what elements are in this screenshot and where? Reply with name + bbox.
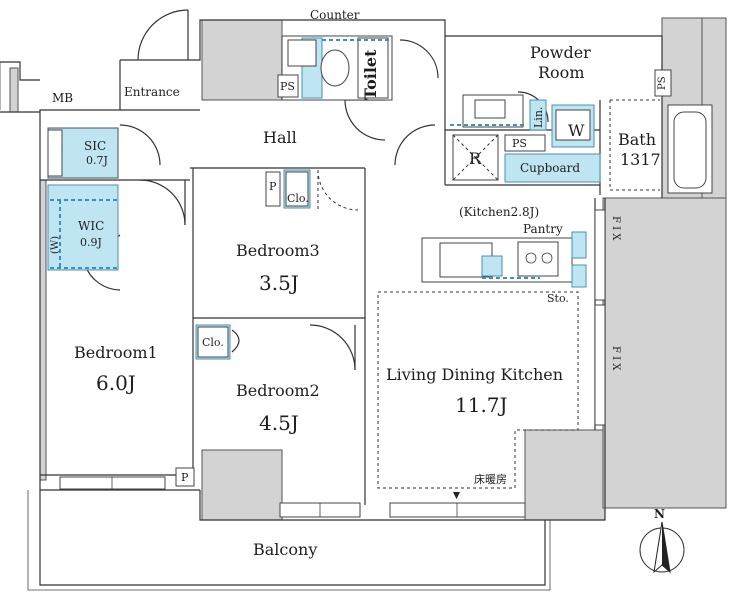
label-ps-toilet: PS <box>280 80 295 93</box>
label-bedroom1-size: 6.0J <box>96 371 136 395</box>
label-ldk: Living Dining Kitchen <box>386 365 563 384</box>
label-w-mark: (W) <box>50 236 61 254</box>
label-clo-bedroom3: Clo. <box>287 192 309 205</box>
label-hall: Hall <box>263 128 297 147</box>
label-powder-1: Powder <box>530 43 591 62</box>
labels: MB Entrance Hall Counter Toilet PS Powde… <box>50 8 668 559</box>
label-ps-bath: PS <box>657 76 668 90</box>
label-ldk-size: 11.7J <box>455 393 508 417</box>
windows <box>59 209 606 518</box>
label-pantry: Pantry <box>523 222 563 236</box>
label-balcony: Balcony <box>253 540 317 559</box>
label-bedroom3: Bedroom3 <box>236 241 320 260</box>
label-r: R <box>469 149 482 168</box>
label-sic-size: 0.7J <box>86 154 108 167</box>
label-bath-size: 1317 <box>620 150 661 169</box>
label-clo-bedroom2: Clo. <box>202 336 224 349</box>
label-north: N <box>654 507 665 521</box>
label-bedroom3-size: 3.5J <box>259 271 299 295</box>
label-sic: SIC <box>84 139 106 153</box>
label-kitchen: (Kitchen2.8J) <box>459 205 539 219</box>
label-floor-heating: 床暖房 <box>474 472 507 486</box>
label-bedroom1: Bedroom1 <box>74 343 158 362</box>
label-powder-2: Room <box>538 63 584 82</box>
label-lin: Lin. <box>532 107 545 128</box>
label-bedroom2: Bedroom2 <box>236 381 320 400</box>
label-mb: MB <box>52 91 73 105</box>
label-bath: Bath <box>618 130 656 149</box>
label-bedroom2-size: 4.5J <box>259 411 299 435</box>
label-p-balcony: P <box>181 471 189 484</box>
label-ps-cupboard: PS <box>512 137 527 150</box>
label-sto: Sto. <box>547 292 569 305</box>
label-toilet: Toilet <box>361 49 380 100</box>
label-p-bedroom3: P <box>269 180 277 193</box>
label-wic: WIC <box>78 219 104 233</box>
compass-icon <box>639 521 685 574</box>
label-wic-size: 0.9J <box>80 236 102 249</box>
label-counter: Counter <box>310 8 360 22</box>
label-fix-2: F I X <box>610 346 621 371</box>
fixtures <box>47 35 713 499</box>
label-entrance: Entrance <box>124 85 180 99</box>
label-fix-1: F I X <box>610 216 621 241</box>
label-cupboard: Cupboard <box>520 161 580 175</box>
label-w: W <box>568 121 585 140</box>
